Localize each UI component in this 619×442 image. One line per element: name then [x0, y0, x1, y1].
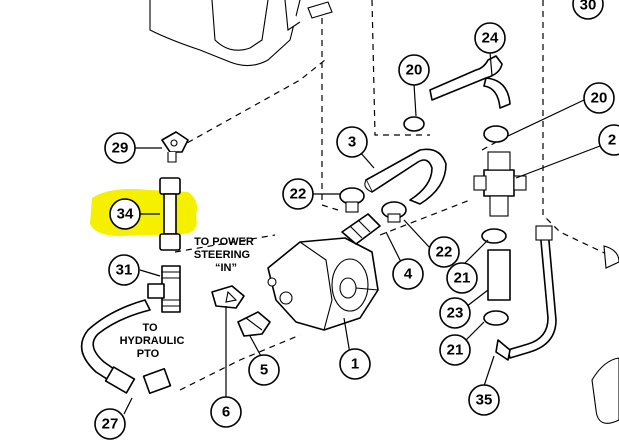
svg-text:34: 34 [117, 206, 134, 223]
svg-text:STEERING: STEERING [194, 249, 250, 261]
svg-text:“IN”: “IN” [215, 262, 237, 274]
callout-30: 30 [572, 0, 604, 20]
svg-text:21: 21 [447, 342, 464, 359]
callout-22-left: 22 [282, 178, 314, 210]
part-4-fitting [341, 213, 381, 245]
callout-23: 23 [439, 297, 471, 329]
edge-partial-parts [591, 245, 619, 424]
callout-35: 35 [468, 384, 500, 416]
callout-20-right: 20 [583, 82, 615, 114]
callout-34: 34 [109, 198, 141, 230]
callout-5: 5 [248, 354, 280, 386]
callout-31: 31 [108, 254, 140, 286]
highlight-34 [90, 189, 197, 236]
note-to-hydraulic-pto: TO HYDRAULIC PTO [120, 322, 185, 360]
callout-29: 29 [104, 132, 136, 164]
svg-text:2: 2 [608, 132, 616, 149]
part-6-fitting [211, 285, 245, 309]
part-20-clamps [403, 116, 509, 143]
callout-21-lower: 21 [439, 334, 471, 366]
part-1-pump [267, 237, 379, 331]
svg-text:5: 5 [260, 362, 268, 379]
svg-text:23: 23 [447, 305, 464, 322]
part-2-tee [473, 151, 527, 217]
part-27-hose [80, 299, 172, 395]
callout-24: 24 [474, 22, 506, 54]
svg-text:30: 30 [580, 0, 597, 14]
callout-22-right: 22 [428, 236, 460, 268]
housing-outline [149, 0, 333, 67]
svg-text:22: 22 [290, 186, 307, 203]
callout-27: 27 [94, 408, 126, 440]
svg-text:PTO: PTO [137, 348, 160, 360]
svg-text:27: 27 [102, 416, 119, 433]
note-to-power-steering: TO POWER STEERING “IN” [194, 236, 254, 274]
svg-text:20: 20 [406, 62, 423, 79]
svg-text:6: 6 [222, 404, 230, 421]
svg-text:TO: TO [142, 322, 158, 334]
callout-2: 2 [598, 124, 619, 156]
part-3-hose [364, 148, 447, 205]
svg-text:TO POWER: TO POWER [194, 236, 254, 248]
svg-text:1: 1 [351, 356, 359, 373]
part-22-clamps [339, 187, 407, 223]
part-31-tee [147, 265, 181, 313]
svg-text:4: 4 [404, 266, 413, 283]
part-34-tube [159, 177, 181, 251]
callout-3: 3 [336, 126, 368, 158]
callout-21-upper: 21 [446, 262, 478, 294]
part-5-fitting [237, 311, 271, 337]
svg-text:35: 35 [476, 392, 493, 409]
callout-4: 4 [392, 258, 424, 290]
part-35-tube [495, 225, 557, 361]
part-29-elbow [161, 131, 189, 163]
svg-text:HYDRAULIC: HYDRAULIC [120, 335, 185, 347]
svg-text:24: 24 [482, 30, 499, 47]
svg-text:3: 3 [348, 134, 356, 151]
callout-1: 1 [339, 348, 371, 380]
svg-text:31: 31 [116, 262, 133, 279]
svg-text:20: 20 [591, 90, 608, 107]
callout-20-top: 20 [398, 54, 430, 86]
callout-6: 6 [210, 396, 242, 428]
part-24-hose [429, 55, 511, 109]
assembly-lines [174, 0, 616, 391]
svg-text:21: 21 [454, 270, 471, 287]
svg-text:22: 22 [436, 244, 453, 261]
svg-text:29: 29 [112, 140, 129, 157]
part-23-hose [481, 228, 511, 326]
